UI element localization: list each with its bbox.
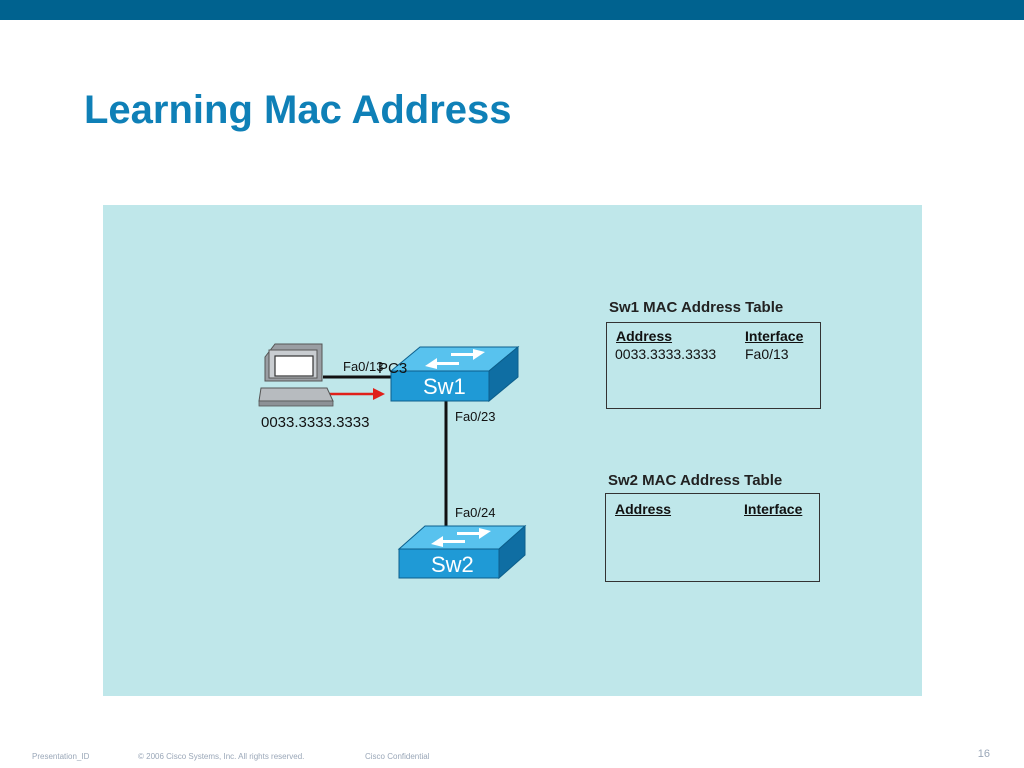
sw2-table-title: Sw2 MAC Address Table [608, 472, 783, 489]
port-label-fa0-13: Fa0/13 [343, 359, 384, 374]
sw1-switch-icon [389, 345, 520, 403]
page-number: 16 [977, 748, 990, 760]
footer-confidential: Cisco Confidential [365, 752, 430, 761]
diagram-graphics [258, 343, 527, 580]
sw1-table-header-interface: Interface [745, 328, 804, 344]
sw2-table-header-interface: Interface [744, 501, 803, 517]
sw2-switch-icon [397, 524, 527, 580]
sw2-label: Sw2 [431, 552, 474, 577]
slide-title: Learning Mac Address [84, 88, 512, 132]
port-label-fa0-23: Fa0/23 [455, 409, 496, 424]
sw1-table-title: Sw1 MAC Address Table [609, 299, 784, 316]
footer-copyright: © 2006 Cisco Systems, Inc. All rights re… [138, 752, 305, 761]
sw1-mac-table: Address Interface 0033.3333.3333 Fa0/13 [606, 322, 821, 409]
sw2-mac-table: Address Interface [605, 493, 820, 582]
network-diagram: PC3 0033.3333.3333 Sw1 Sw2 Fa0/13 Fa0/23… [103, 205, 922, 696]
port-label-fa0-24: Fa0/24 [455, 505, 496, 520]
sw1-table-header-address: Address [616, 328, 673, 344]
sw1-table-row-address: 0033.3333.3333 [615, 346, 717, 362]
pc3-mac-address: 0033.3333.3333 [261, 414, 370, 431]
sw1-table-row-interface: Fa0/13 [745, 346, 789, 362]
frame-direction-arrow [329, 388, 385, 400]
sw2-table-header-address: Address [615, 501, 672, 517]
top-bar [0, 0, 1024, 20]
pc3-computer-icon [258, 343, 334, 407]
pc3-label: PC3 [378, 360, 408, 377]
footer-presentation-id: Presentation_ID [32, 752, 90, 761]
sw1-label: Sw1 [423, 374, 466, 399]
